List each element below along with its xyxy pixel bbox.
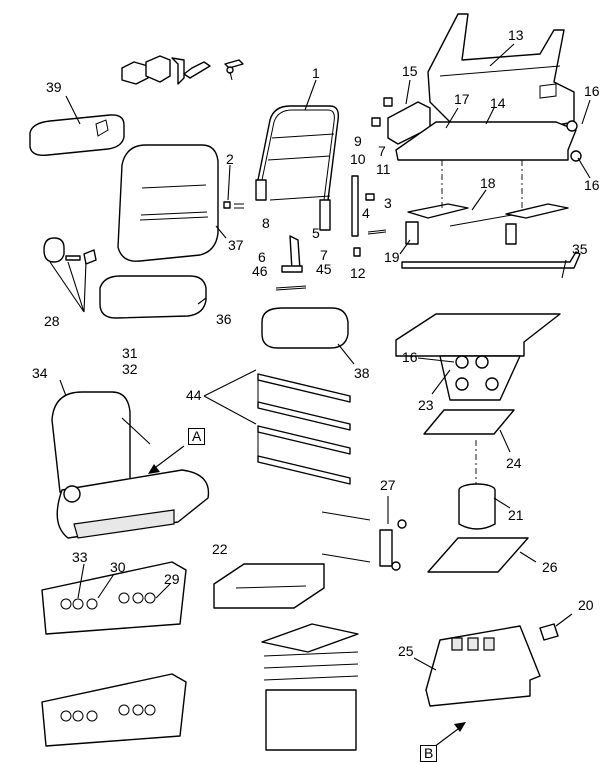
callout-10: 10	[350, 151, 366, 167]
fastener-kit-drawing	[121, 55, 244, 85]
view-a-marker: A	[188, 428, 206, 445]
callout-14: 14	[490, 95, 506, 111]
callout-29: 29	[164, 571, 180, 587]
callout-30: 30	[110, 559, 126, 575]
callout-1: 1	[312, 65, 320, 81]
callout-25: 25	[398, 643, 414, 659]
switch-panel-upper	[41, 561, 187, 635]
switch-panel-lower	[41, 673, 187, 747]
clip-part	[539, 623, 559, 641]
callout-16-mid: 16	[584, 177, 600, 193]
backrest-frame-part	[255, 105, 340, 231]
tie-rods-part	[257, 373, 351, 485]
callout-44: 44	[186, 387, 202, 403]
callout-34: 34	[32, 365, 48, 381]
callout-15: 15	[402, 63, 418, 79]
callout-21: 21	[508, 507, 524, 523]
scissor-link-part	[423, 409, 515, 435]
callout-22: 22	[212, 541, 228, 557]
armrest-pad-part	[29, 114, 125, 157]
seat-cushion-part	[99, 275, 207, 319]
callout-11: 11	[376, 161, 391, 177]
callout-36: 36	[216, 311, 232, 327]
mounting-strap-part	[401, 251, 581, 269]
callout-17: 17	[454, 91, 470, 107]
callout-28: 28	[44, 313, 60, 329]
callout-37: 37	[228, 237, 244, 253]
callout-2: 2	[226, 151, 234, 167]
complete-seat-drawing	[51, 391, 210, 539]
callout-26: 26	[542, 559, 558, 575]
callout-33: 33	[72, 549, 88, 565]
callout-18: 18	[480, 175, 496, 191]
callout-12: 12	[350, 265, 366, 281]
callout-7-lower: 7	[320, 247, 328, 263]
callout-23: 23	[418, 397, 434, 413]
armrest-part	[261, 307, 349, 349]
adjustment-knobs-drawing	[43, 237, 97, 265]
callout-35: 35	[572, 241, 588, 257]
callout-39: 39	[46, 79, 62, 95]
callout-24: 24	[506, 455, 522, 471]
callout-16-plate: 16	[402, 349, 418, 365]
view-b-marker: B	[420, 745, 438, 762]
callout-6: 6	[258, 249, 266, 265]
callout-20: 20	[578, 597, 594, 613]
slide-rail-assembly-part	[405, 203, 569, 245]
callout-31: 31	[122, 345, 138, 361]
callout-8: 8	[262, 215, 270, 231]
base-frame-part	[213, 563, 325, 609]
callout-3: 3	[384, 195, 392, 211]
callout-9: 9	[354, 133, 362, 149]
air-spring-part	[458, 483, 496, 530]
suspension-top-plate-part	[395, 313, 561, 401]
callout-32: 32	[122, 361, 138, 377]
shock-absorber-part	[321, 511, 407, 571]
callout-19: 19	[384, 249, 400, 265]
seat-pan-frame-part	[427, 13, 575, 133]
callout-leader-lines	[49, 43, 591, 671]
callout-4: 4	[362, 205, 370, 221]
tilt-bracket-part	[275, 235, 307, 291]
callout-13: 13	[508, 27, 524, 43]
lower-scissor-part	[427, 537, 529, 573]
callout-46: 46	[252, 263, 268, 279]
callout-16-top: 16	[584, 83, 600, 99]
callout-5: 5	[312, 225, 320, 241]
callout-27: 27	[380, 477, 396, 493]
callout-45: 45	[316, 261, 332, 277]
bellows-part	[261, 623, 359, 751]
view-a-arrow	[148, 445, 185, 474]
backrest-cushion-part	[117, 144, 219, 262]
pedestal-part	[425, 625, 541, 707]
callout-7-upper: 7	[378, 143, 386, 159]
slide-plate-part	[395, 121, 577, 161]
callout-38: 38	[354, 365, 370, 381]
